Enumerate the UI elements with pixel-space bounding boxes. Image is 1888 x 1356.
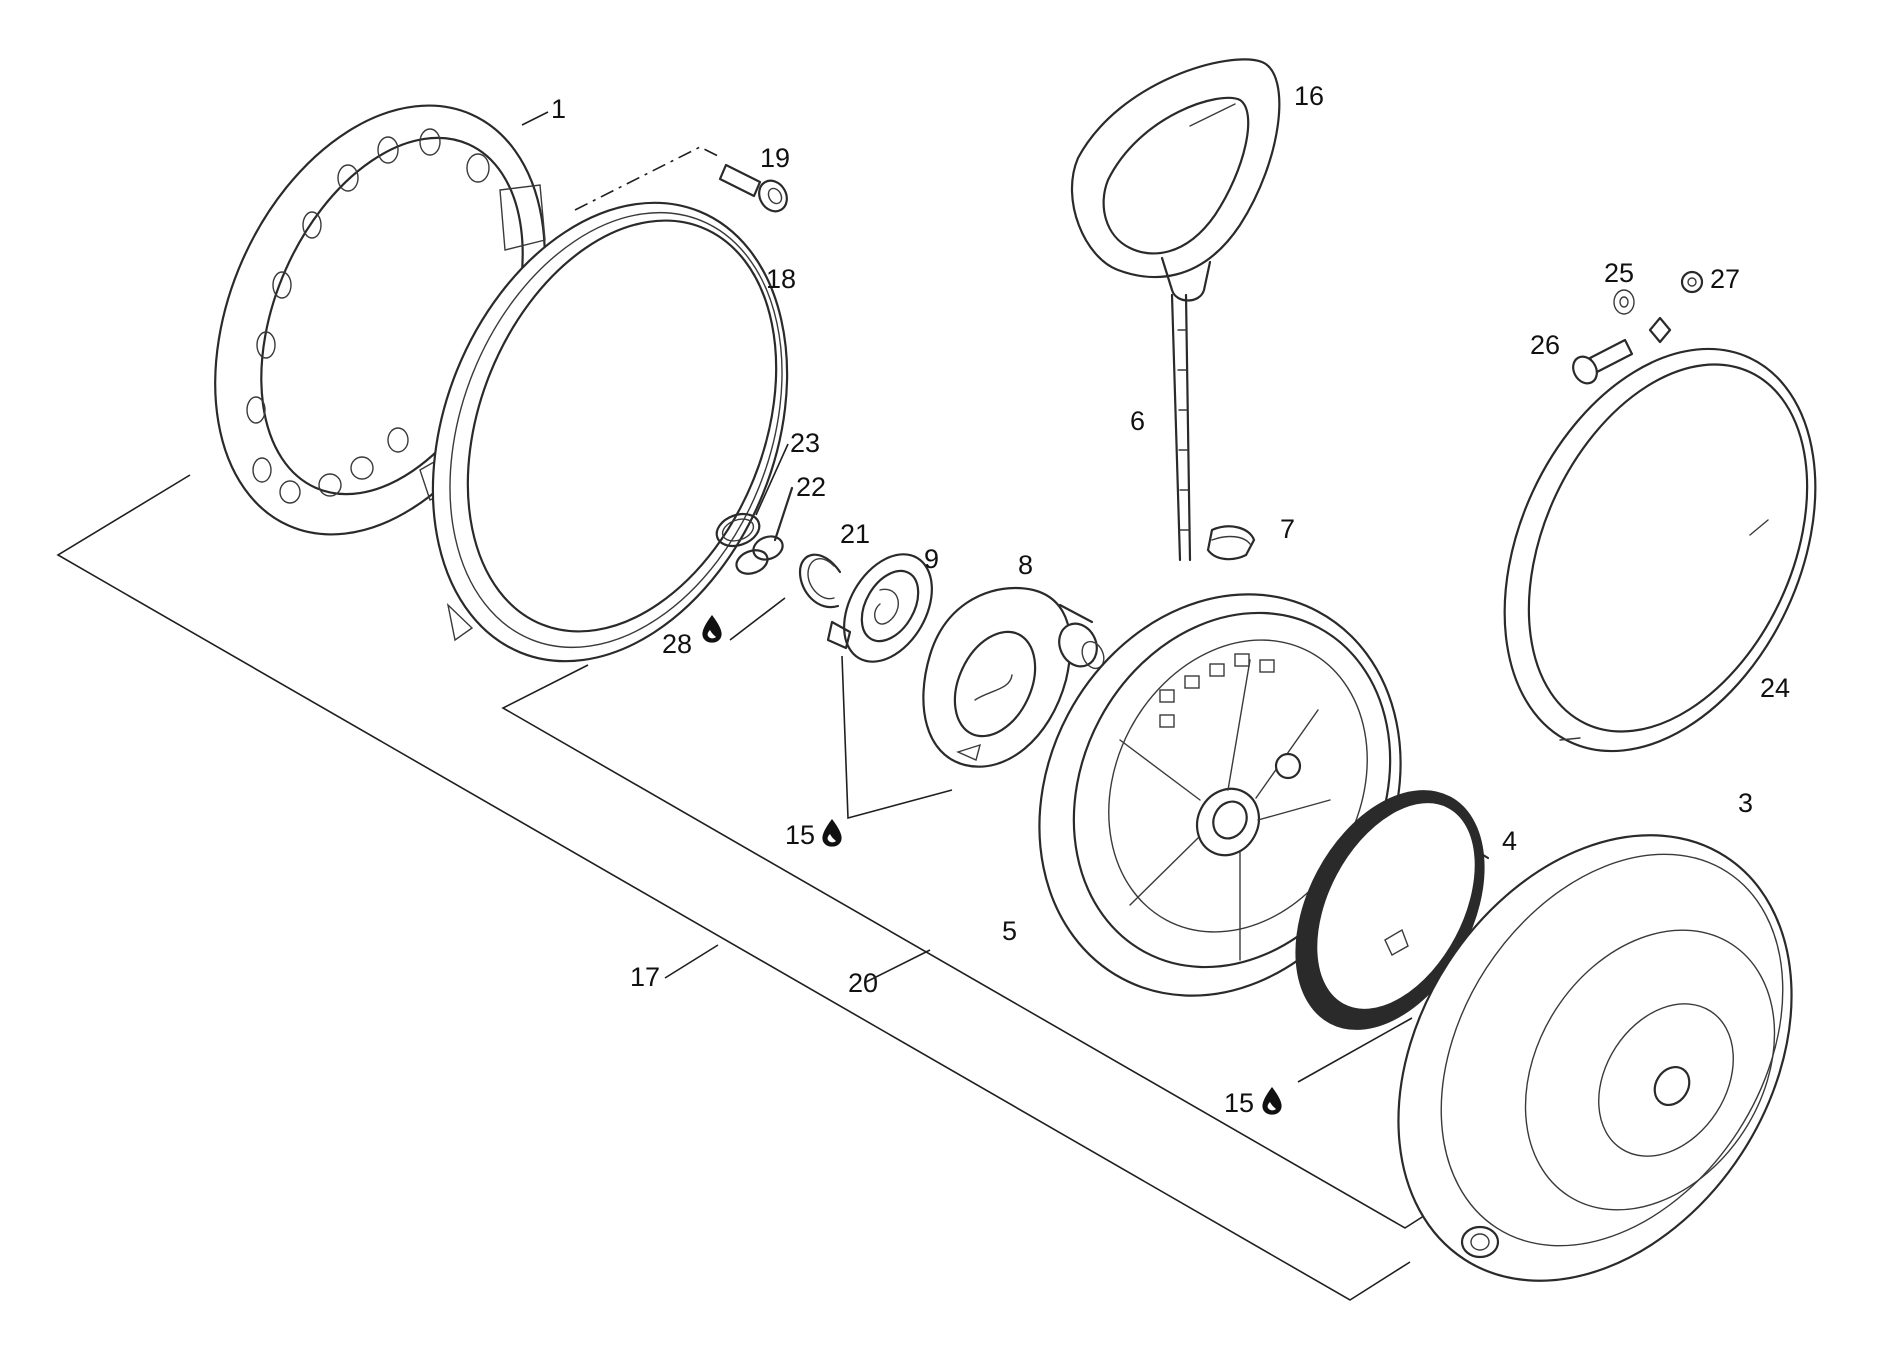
part-6-starter-rope	[1170, 293, 1192, 562]
part-22-spring-pin	[735, 486, 794, 575]
callout-4: 4	[1502, 826, 1517, 856]
part-23-ring	[715, 512, 761, 548]
callout-6: 6	[1130, 406, 1145, 436]
callout-20: 20	[848, 968, 878, 998]
part-7-bushing	[1206, 525, 1256, 561]
part-8-guide-plate	[922, 586, 1105, 768]
callout-21: 21	[840, 519, 870, 549]
callout-9: 9	[924, 544, 939, 574]
assembly-bracket-17	[56, 474, 1411, 1301]
callout-1: 1	[551, 94, 566, 124]
callout-26: 26	[1530, 330, 1560, 360]
callout-15-upper: 15	[785, 820, 815, 850]
callout-3: 3	[1738, 788, 1753, 818]
oil-drop-icon	[1262, 1086, 1282, 1115]
assembly-bracket-20	[501, 664, 1431, 1229]
callout-27: 27	[1710, 264, 1740, 294]
part-21-circlip	[798, 553, 842, 609]
part-27-nut	[1648, 270, 1704, 344]
callout-17: 17	[630, 962, 660, 992]
callout-16: 16	[1294, 81, 1324, 111]
part-26-bolt	[1572, 338, 1634, 385]
callout-15-lower: 15	[1224, 1088, 1254, 1118]
callout-7: 7	[1280, 514, 1295, 544]
part-3-cover	[1397, 834, 1793, 1282]
part-16-handle	[1070, 58, 1281, 302]
part-9-pawl-disc	[826, 553, 933, 663]
callout-28: 28	[662, 629, 692, 659]
callout-23: 23	[790, 428, 820, 458]
part-24-band	[1503, 347, 1817, 753]
part-19-screw	[718, 163, 788, 213]
callout-8: 8	[1018, 550, 1033, 580]
callout-22: 22	[796, 472, 826, 502]
leader-15-lower	[1297, 1017, 1413, 1083]
leader-15-upper	[841, 655, 953, 820]
leader-28	[729, 597, 786, 641]
oil-drop-icon	[702, 614, 722, 643]
alignment-line-19	[574, 146, 721, 211]
oil-drop-icon	[822, 818, 842, 847]
callout-19: 19	[760, 143, 790, 173]
part-18-outer-ring	[431, 201, 789, 663]
callout-25: 25	[1604, 258, 1634, 288]
callout-24: 24	[1760, 673, 1790, 703]
part-4-spring-cassette	[1295, 790, 1490, 1030]
callout-5: 5	[1002, 916, 1017, 946]
callout-18: 18	[766, 264, 796, 294]
label-leaders	[521, 111, 931, 983]
part-25-washer	[1613, 289, 1635, 315]
